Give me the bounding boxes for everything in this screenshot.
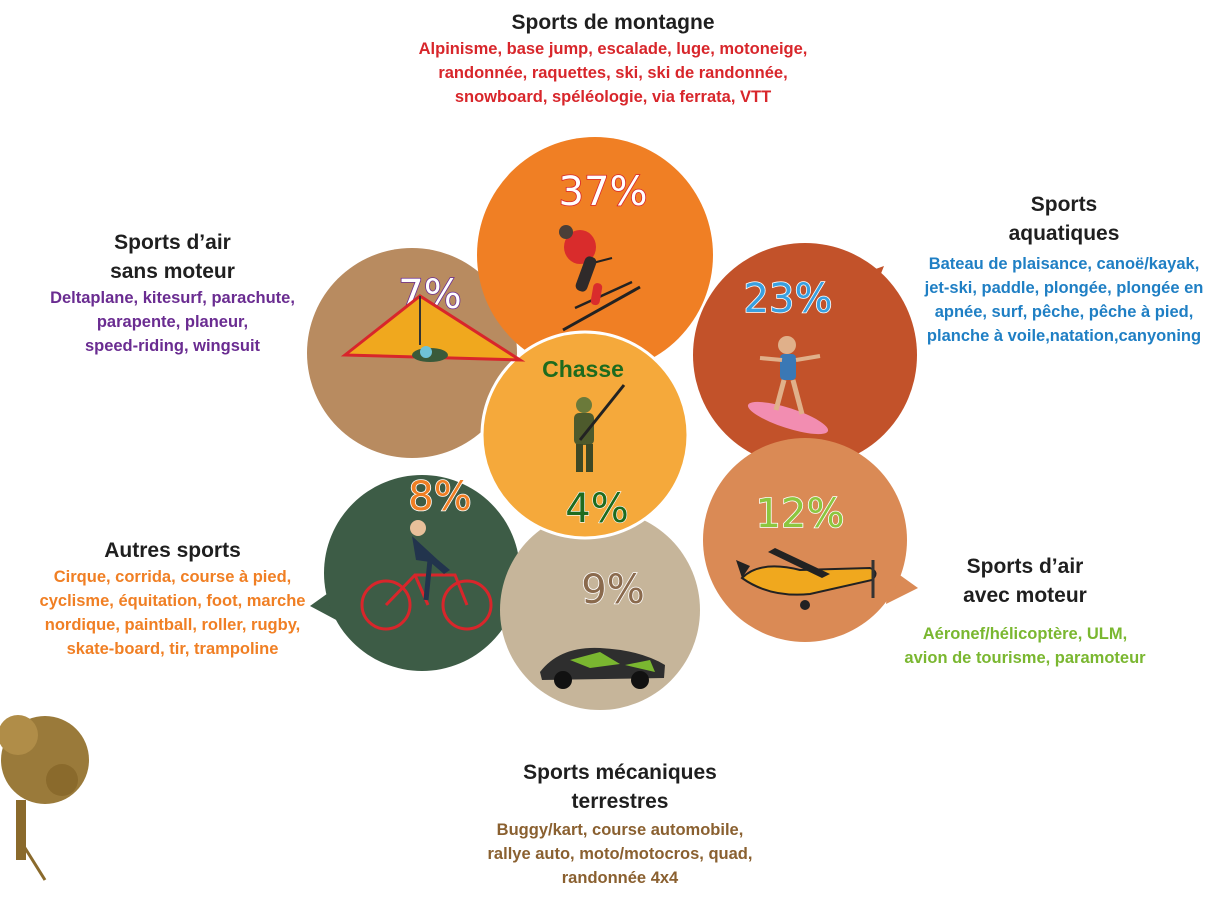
title-line: aquatiques (1008, 222, 1120, 245)
desc-line: jet-ski, paddle, plongée, plongée en (924, 279, 1204, 297)
title-line: Sports d’air (114, 231, 231, 254)
title-line: terrestres (571, 790, 669, 813)
label-air-moteur: Sports d’air avec moteur Aéronef/hélicop… (860, 552, 1190, 670)
title-air-moteur: Sports d’air avec moteur (860, 552, 1190, 610)
percent-aquatiques: 23% (744, 276, 833, 322)
percent-autres: 8% (408, 474, 471, 520)
title-line: Sports (1030, 193, 1098, 216)
title-line: sans moteur (110, 260, 235, 283)
desc-line: randonnée 4x4 (561, 869, 679, 887)
desc-line: apnée, surf, pêche, pêche à pied, (934, 303, 1194, 321)
label-aquatiques: Sports aquatiques Bateau de plaisance, c… (900, 190, 1228, 348)
desc-line: planche à voile,natation,canyoning (926, 327, 1202, 345)
desc-line: Buggy/kart, course automobile, (496, 821, 744, 839)
desc-autres: Cirque, corrida, course à pied, cyclisme… (0, 565, 345, 661)
petal-montagne (477, 137, 713, 373)
desc-line: nordique, paintball, roller, rugby, (44, 616, 301, 634)
desc-air-sans-moteur: Deltaplane, kitesurf, parachute, parapen… (0, 286, 345, 358)
label-air-sans-moteur: Sports d’air sans moteur Deltaplane, kit… (0, 228, 345, 358)
desc-line: Bateau de plaisance, canoë/kayak, (928, 255, 1200, 273)
hunter-icon (574, 384, 626, 472)
desc-montagne: Alpinisme, base jump, escalade, luge, mo… (378, 37, 848, 109)
title-line: avec moteur (963, 584, 1087, 607)
petal-aquatiques (693, 243, 917, 467)
desc-line: snowboard, spéléologie, via ferrata, VTT (454, 88, 772, 106)
percent-montagne: 37% (559, 169, 648, 215)
desc-mecaniques: Buggy/kart, course automobile, rallye au… (460, 818, 780, 890)
desc-line: speed-riding, wingsuit (84, 337, 261, 355)
desc-line: Deltaplane, kitesurf, parachute, (50, 289, 295, 307)
desc-line: Alpinisme, base jump, escalade, luge, mo… (418, 40, 808, 58)
label-montagne: Sports de montagne Alpinisme, base jump,… (378, 8, 848, 109)
desc-line: parapente, planeur, (96, 313, 249, 331)
title-aquatiques: Sports aquatiques (900, 190, 1228, 248)
hang-glider-icon (340, 294, 526, 362)
title-line: Sports mécaniques (523, 761, 717, 784)
petal-autres (324, 475, 520, 671)
percent-air-moteur: 12% (756, 491, 845, 537)
desc-line: skate-board, tir, trampoline (66, 640, 279, 658)
desc-air-moteur: Aéronef/hélicoptère, ULM, avion de touri… (860, 622, 1190, 670)
desc-line: avion de tourisme, paramoteur (904, 649, 1146, 667)
petal-air-moteur (703, 438, 907, 642)
title-montagne: Sports de montagne (511, 11, 715, 34)
logo-tree-icon (0, 715, 89, 881)
desc-line: Cirque, corrida, course à pied, (53, 568, 292, 586)
desc-line: cyclisme, équitation, foot, marche (39, 592, 306, 610)
desc-aquatiques: Bateau de plaisance, canoë/kayak, jet-sk… (900, 252, 1228, 348)
skier-icon (559, 225, 641, 332)
desc-line: randonnée, raquettes, ski, ski de randon… (438, 64, 788, 82)
surfer-icon (747, 336, 829, 435)
desc-line: Aéronef/hélicoptère, ULM, (922, 625, 1128, 643)
airplane-icon (736, 548, 877, 610)
label-mecaniques: Sports mécaniques terrestres Buggy/kart,… (460, 758, 780, 890)
title-autres: Autres sports (104, 539, 241, 562)
percent-mecaniques: 9% (581, 567, 644, 613)
label-autres: Autres sports Cirque, corrida, course à … (0, 536, 345, 661)
desc-line: rallye auto, moto/motocros, quad, (487, 845, 753, 863)
title-air-sans-moteur: Sports d’air sans moteur (0, 228, 345, 286)
cyclist-icon (360, 520, 493, 631)
title-line: Sports d’air (966, 555, 1084, 578)
center-title: Chasse (542, 356, 624, 382)
center-percent: 4% (565, 486, 628, 532)
race-car-icon (540, 647, 665, 689)
title-mecaniques: Sports mécaniques terrestres (460, 758, 780, 816)
